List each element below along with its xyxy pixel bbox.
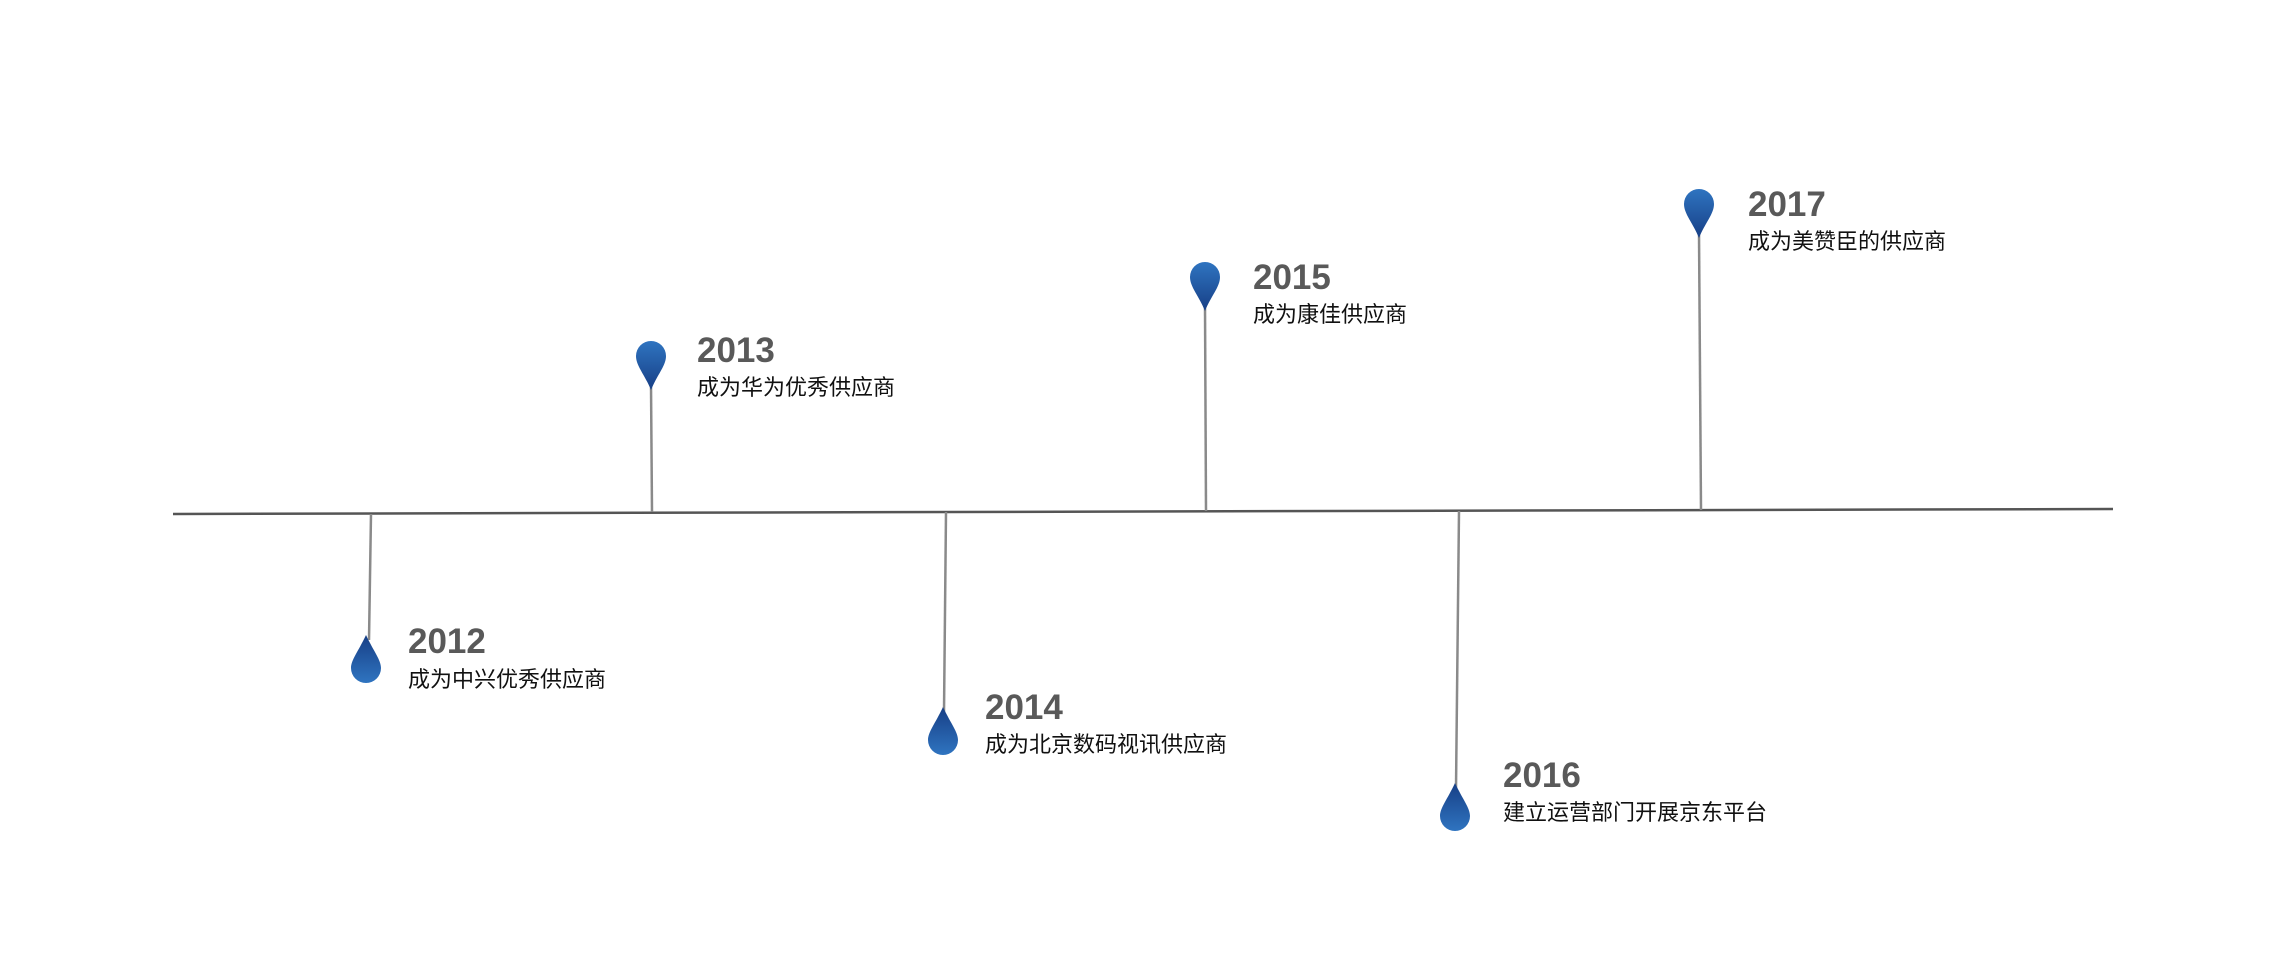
- event-description-2013: 成为华为优秀供应商: [697, 376, 896, 401]
- stem-2012: [367, 513, 373, 641]
- drop-marker-2016: [1440, 783, 1470, 831]
- drop-marker-2014: [928, 707, 958, 755]
- stem-2017: [1697, 232, 1703, 511]
- timeline-axis: [172, 507, 2114, 516]
- event-year-2015: 2015: [1253, 258, 1331, 297]
- event-year-2017: 2017: [1748, 185, 1826, 224]
- stem-2016: [1454, 510, 1461, 789]
- stem-2015: [1203, 305, 1208, 512]
- event-description-2014: 成为北京数码视讯供应商: [985, 733, 1228, 758]
- event-year-2012: 2012: [408, 622, 486, 661]
- event-year-2013: 2013: [697, 331, 775, 370]
- event-year-2016: 2016: [1503, 756, 1581, 795]
- event-description-2017: 成为美赞臣的供应商: [1748, 230, 1947, 255]
- event-description-2015: 成为康佳供应商: [1253, 303, 1408, 328]
- stem-2013: [649, 384, 654, 513]
- event-description-2012: 成为中兴优秀供应商: [408, 668, 607, 693]
- pin-marker-2017: [1684, 189, 1714, 238]
- event-description-2016: 建立运营部门开展京东平台: [1503, 801, 1768, 826]
- event-year-2014: 2014: [985, 688, 1063, 727]
- pin-marker-2013: [636, 341, 666, 390]
- pin-marker-2015: [1190, 262, 1220, 311]
- stem-2014: [942, 511, 948, 713]
- drop-marker-2012: [351, 635, 381, 683]
